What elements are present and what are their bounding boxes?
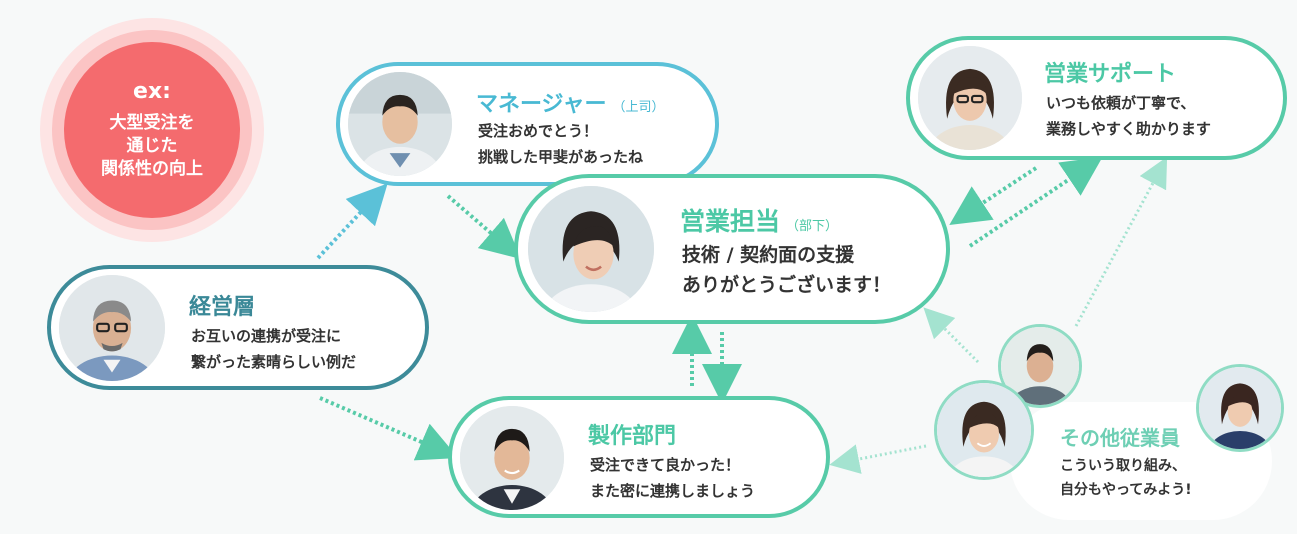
example-badge-title: ex: — [133, 79, 171, 104]
arrow-sales-to-support — [968, 156, 1103, 248]
example-badge-text: 大型受注を 通じた 関係性の向上 — [101, 112, 203, 181]
example-badge: ex: 大型受注を 通じた 関係性の向上 — [40, 18, 264, 242]
example-badge-core: ex: 大型受注を 通じた 関係性の向上 — [64, 42, 240, 218]
management-message: お互いの連携が受注に 繋がった素晴らしい例だ — [191, 323, 356, 375]
arrow-management-to-manager — [316, 183, 388, 260]
sales-title: 営業担当 （部下） — [680, 202, 838, 238]
other-employee-avatar-woman — [934, 380, 1034, 480]
example-badge-line: 通じた — [126, 136, 178, 156]
example-badge-line: 大型受注を — [109, 113, 195, 133]
management-title: 経営層 — [189, 295, 256, 320]
arrow-manager-to-sales — [446, 194, 522, 260]
sales-message: 技術 / 契約面の支援 ありがとうございます！ — [682, 240, 891, 300]
sales-card: 営業担当 （部下） 技術 / 契約面の支援 ありがとうございます！ — [514, 174, 950, 324]
management-avatar — [59, 275, 165, 381]
sales-message-line: 技術 / 契約面の支援 — [682, 244, 855, 266]
manager-avatar — [348, 72, 452, 176]
support-message-line: 業務しやすく助かります — [1046, 120, 1211, 138]
arrow-others-to-sales — [923, 307, 980, 364]
other-employee-avatar-woman-2 — [1196, 364, 1284, 452]
others-title: その他従業員 — [1060, 426, 1180, 450]
example-badge-line: 関係性の向上 — [101, 159, 203, 179]
manager-title: マネージャー （上司） — [476, 86, 664, 118]
support-message-line: いつも依頼が丁寧で、 — [1046, 94, 1196, 112]
sales-message-line: ありがとうございます！ — [682, 274, 892, 296]
management-message-line: 繋がった素晴らしい例だ — [191, 353, 357, 371]
example-badge-ring: ex: 大型受注を 通じた 関係性の向上 — [52, 30, 252, 230]
arrow-management-to-production — [319, 396, 459, 461]
others-message-line: こういう取り組み、 — [1060, 458, 1186, 474]
support-message: いつも依頼が丁寧で、 業務しやすく助かります — [1046, 90, 1211, 142]
arrow-others-to-production — [829, 444, 927, 474]
sales-avatar — [528, 186, 654, 312]
production-avatar — [460, 406, 564, 510]
manager-message-line: 受注おめでとう！ — [478, 122, 599, 140]
manager-title-text: マネージャー — [476, 92, 607, 117]
support-card: 営業サポート いつも依頼が丁寧で、 業務しやすく助かります — [906, 36, 1287, 160]
production-card: 製作部門 受注できて良かった！ また密に連携しましょう — [448, 396, 830, 518]
production-message-line: また密に連携しましょう — [590, 482, 756, 500]
production-message-line: 受注できて良かった！ — [590, 456, 741, 474]
others-message-line: 自分もやってみよう! — [1060, 482, 1192, 498]
others-message: こういう取り組み、 自分もやってみよう! — [1060, 454, 1192, 502]
manager-title-sub: （上司） — [612, 100, 665, 115]
manager-message: 受注おめでとう！ 挑戦した甲斐があったね — [478, 118, 643, 170]
manager-message-line: 挑戦した甲斐があったね — [478, 148, 644, 166]
sales-title-sub: （部下） — [786, 219, 839, 234]
production-message: 受注できて良かった！ また密に連携しましょう — [590, 452, 755, 504]
management-message-line: お互いの連携が受注に — [191, 327, 342, 345]
support-avatar — [918, 46, 1022, 150]
arrow-support-to-sales — [949, 166, 1038, 225]
manager-card: マネージャー （上司） 受注おめでとう！ 挑戦した甲斐があったね — [336, 62, 719, 186]
support-title: 営業サポート — [1044, 62, 1177, 87]
arrow-others-to-support — [1074, 156, 1168, 327]
sales-title-text: 営業担当 — [680, 207, 781, 236]
management-card: 経営層 お互いの連携が受注に 繋がった素晴らしい例だ — [47, 265, 429, 390]
production-title: 製作部門 — [588, 424, 677, 449]
